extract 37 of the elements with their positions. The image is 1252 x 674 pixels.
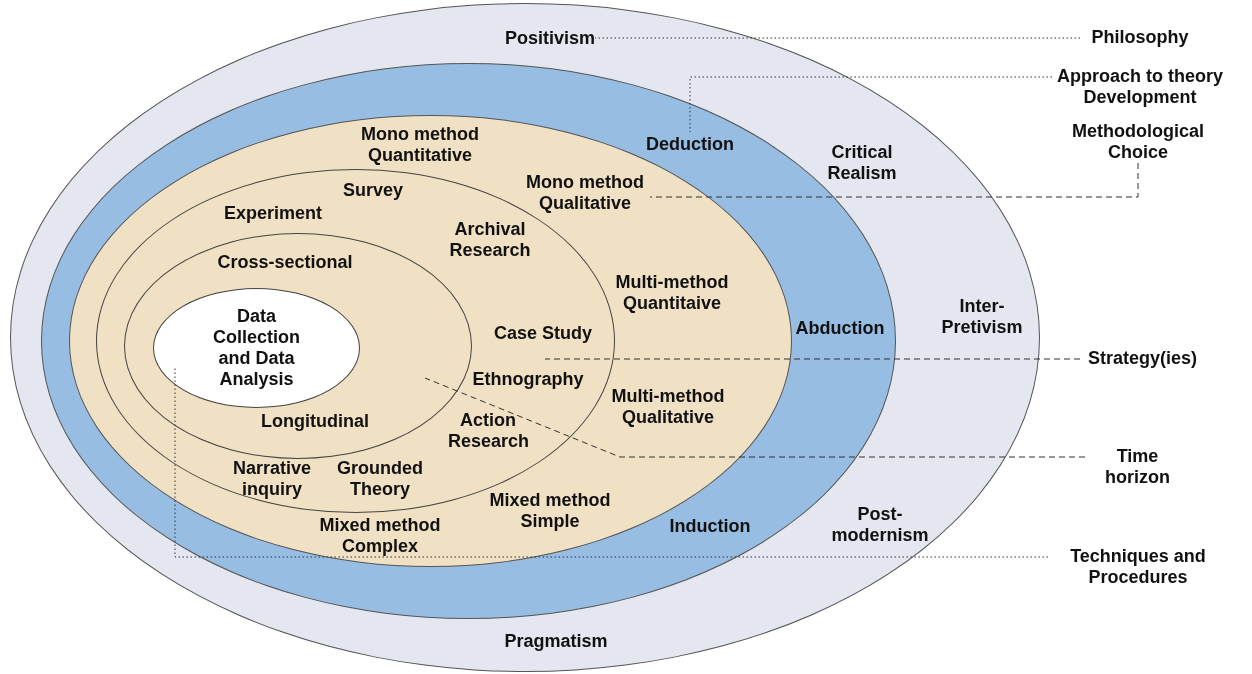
leader-line	[689, 76, 1053, 133]
layer-label: Mono method Qualitative	[525, 172, 645, 214]
leader-line	[594, 37, 1081, 39]
layer-label: Narrative inquiry	[231, 458, 312, 500]
leader-line	[544, 358, 1081, 360]
layer-label: Action Research	[448, 410, 528, 452]
layer-label: Positivism	[503, 27, 596, 49]
leader-line	[649, 162, 1139, 198]
layer-label: Multi-method Quantitaive	[614, 272, 730, 314]
layer-title: Time horizon	[1085, 446, 1190, 488]
layer-label: Multi-method Qualitative	[610, 386, 726, 428]
layer-label: Mixed method Complex	[318, 515, 442, 557]
layer-label: Cross-sectional	[216, 251, 354, 273]
layer-label: Ethnography	[471, 368, 585, 390]
layer-title: Techniques and Procedures	[1048, 546, 1228, 588]
layer-label: Induction	[668, 515, 752, 537]
leader-line	[424, 377, 1086, 458]
layer-title: Data Collection and Data Analysis	[212, 306, 301, 390]
layer-label: Critical Realism	[826, 142, 898, 184]
layer-label: Mixed method Simple	[488, 490, 612, 532]
layer-title: Methodological Choice	[1068, 121, 1208, 163]
layer-label: Archival Research	[448, 219, 532, 261]
layer-title: Philosophy	[1080, 27, 1200, 48]
layer-label: Case Study	[492, 322, 593, 344]
layer-label: Deduction	[645, 133, 735, 155]
layer-label: Pragmatism	[503, 630, 609, 652]
layer-title: Strategy(ies)	[1080, 348, 1205, 369]
layer-label: Longitudinal	[260, 410, 370, 432]
layer-label: Mono method Quantitative	[360, 124, 480, 166]
layer-label: Grounded Theory	[336, 458, 424, 500]
layer-title: Approach to theory Development	[1052, 66, 1228, 108]
layer-label: Inter-Pretivism	[940, 296, 1024, 338]
layer-label: Experiment	[222, 202, 323, 224]
layer-label: Post-modernism	[830, 504, 930, 546]
layer-label: Abduction	[794, 317, 886, 339]
leader-line	[174, 367, 1049, 558]
layer-label: Survey	[341, 179, 404, 201]
